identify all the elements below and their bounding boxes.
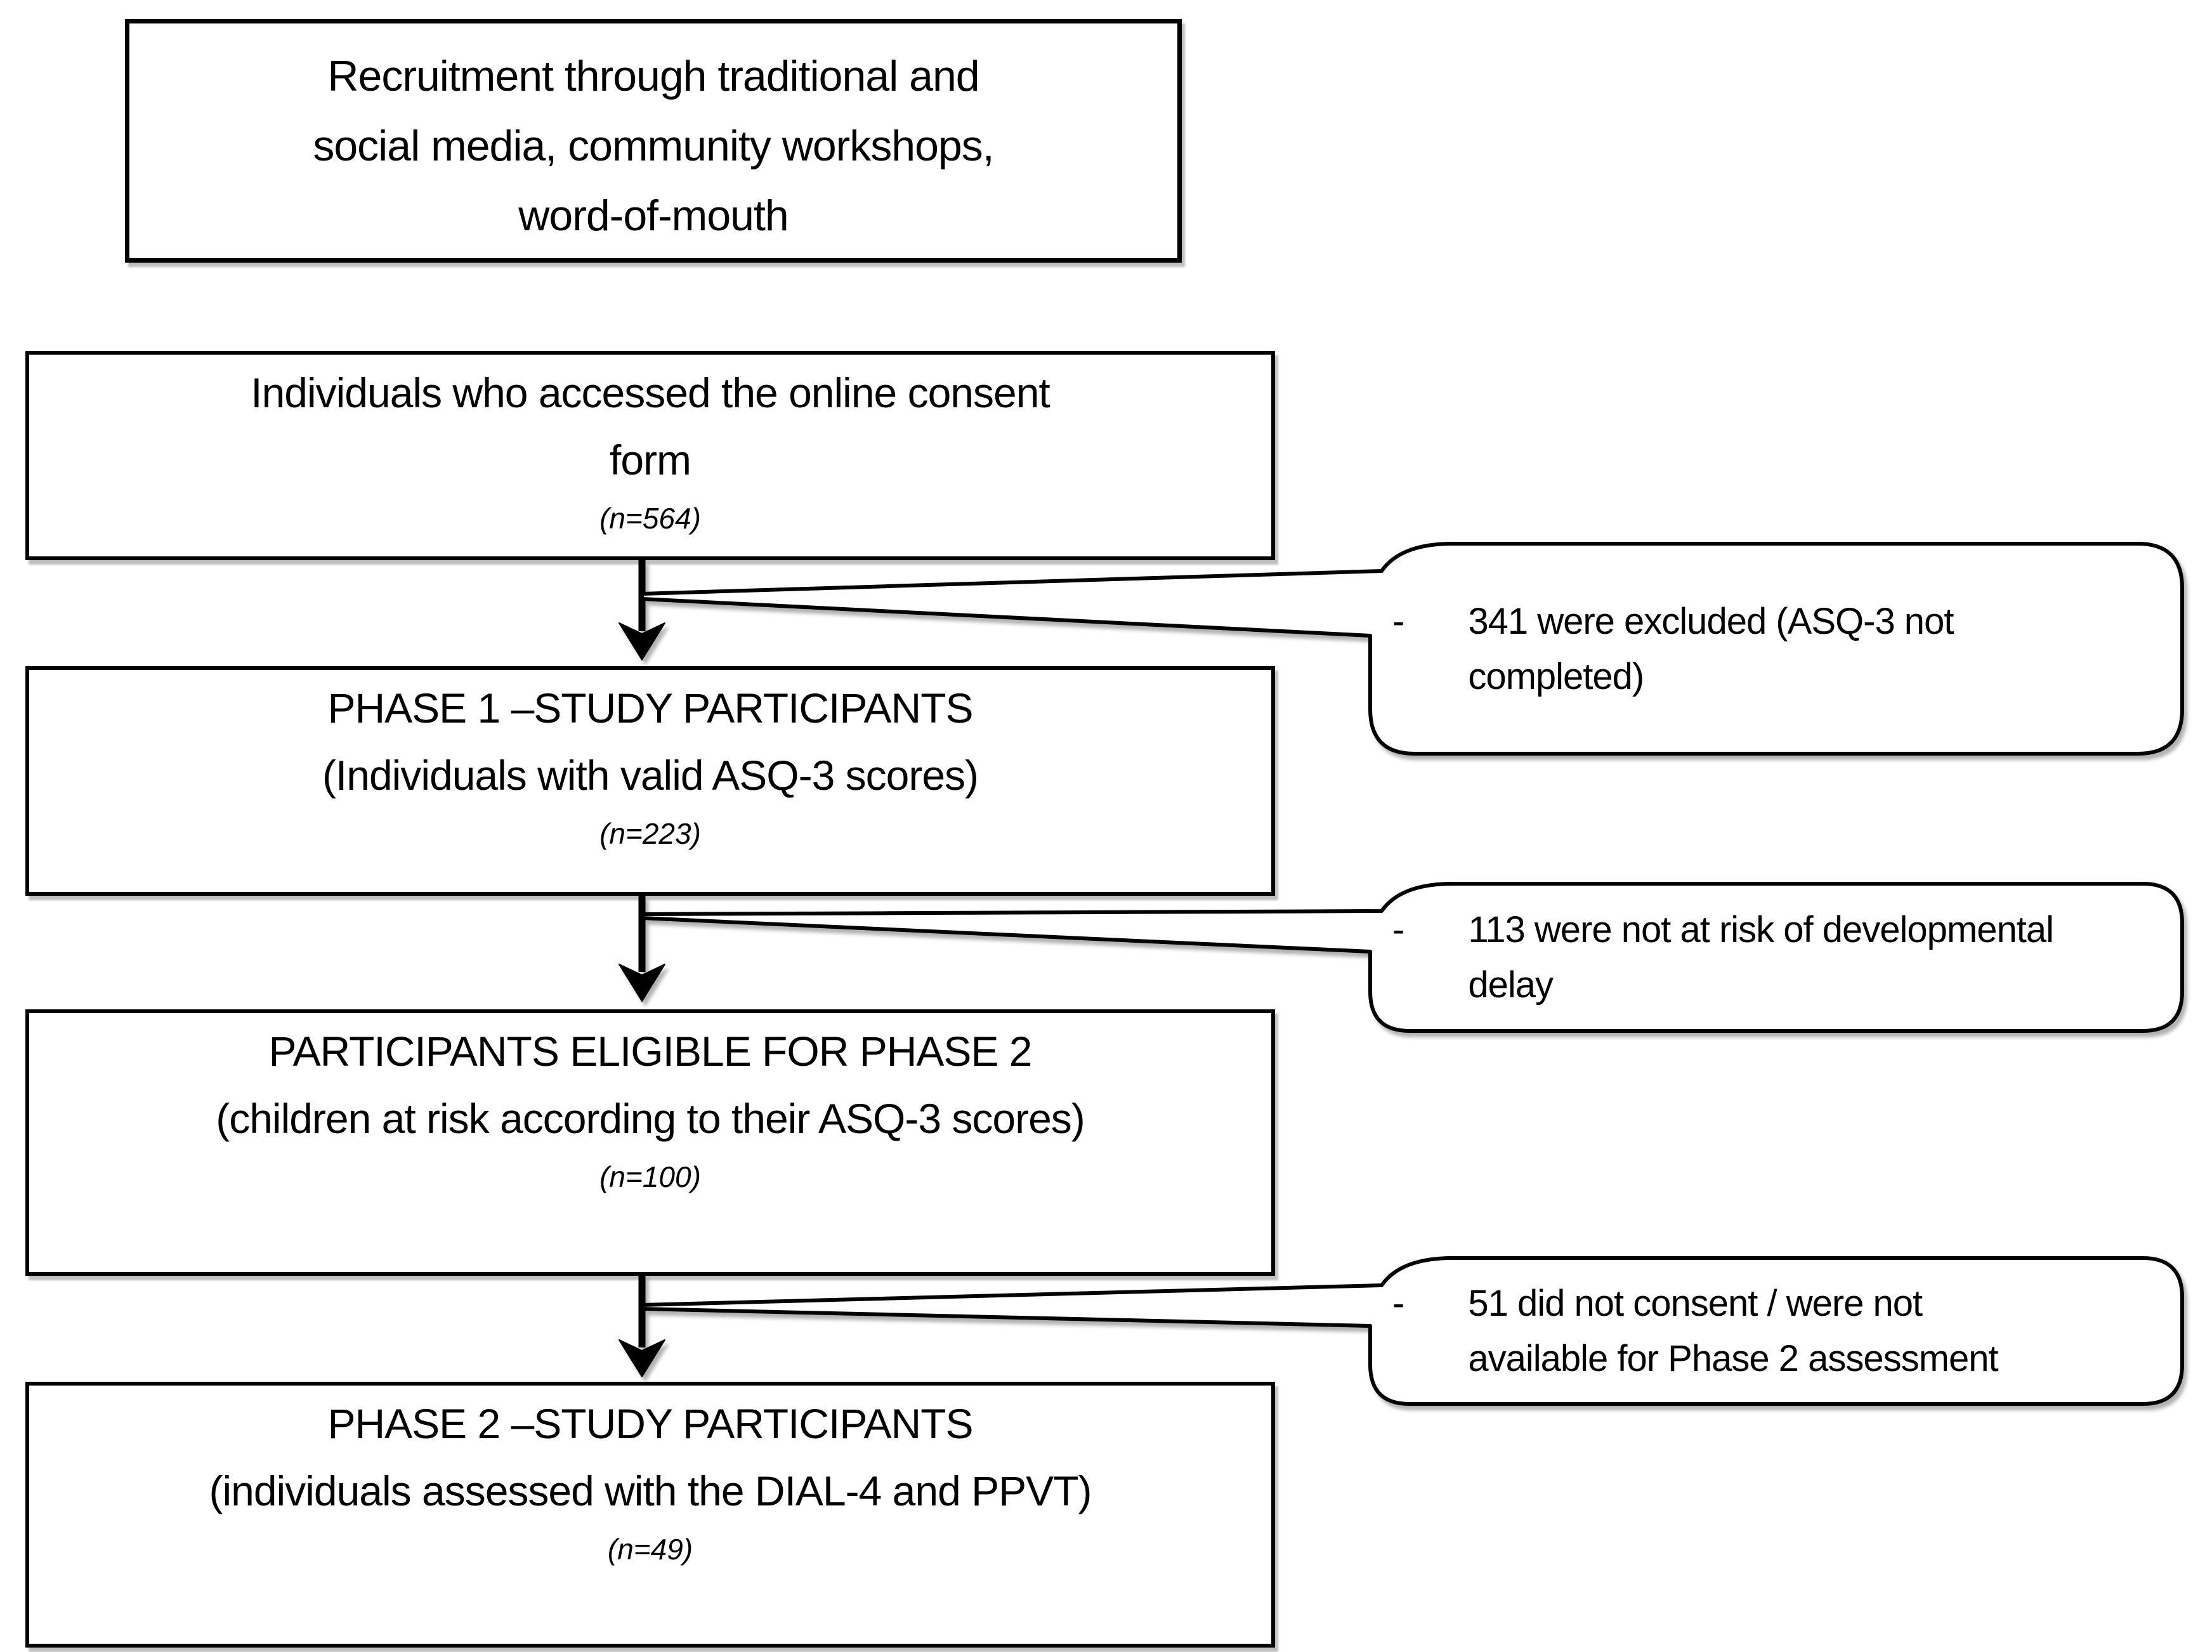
dash-bullet: - xyxy=(1392,600,1405,642)
box-consent-accessed: Individuals who accessed the online cons… xyxy=(25,351,1275,560)
callout-not-at-risk-shape xyxy=(640,882,2184,1033)
n-count: (n=223) xyxy=(599,817,701,851)
box-line: (children at risk according to their ASQ… xyxy=(216,1094,1085,1142)
callout-line: 51 did not consent / were not xyxy=(1468,1283,1923,1324)
callout-not-at-risk-text: 113 were not at risk of developmental de… xyxy=(1468,902,2054,1013)
callout-line: completed) xyxy=(1468,655,1644,697)
callout-no-consent: - 51 did not consent / were not availabl… xyxy=(1370,1258,2182,1404)
callout-line: delay xyxy=(1468,964,1554,1006)
callout-not-at-risk: - 113 were not at risk of developmental … xyxy=(1370,884,2182,1031)
callout-no-consent-text: 51 did not consent / were not available … xyxy=(1468,1276,1998,1386)
down-arrow-1-head xyxy=(618,622,665,660)
callout-excluded: - 341 were excluded (ASQ-3 not completed… xyxy=(1370,544,2182,754)
box-recruitment: Recruitment through traditional and soci… xyxy=(125,19,1182,263)
box-recruitment-text: Recruitment through traditional and soci… xyxy=(129,29,1177,251)
dash-bullet: - xyxy=(1392,909,1405,950)
box-line: word-of-mouth xyxy=(518,192,789,240)
box-line: Individuals who accessed the online cons… xyxy=(251,369,1050,416)
callout-no-consent-shape xyxy=(640,1256,2184,1406)
callout-excluded-text: 341 were excluded (ASQ-3 not completed) xyxy=(1468,594,1954,704)
box-line: (individuals assessed with the DIAL-4 an… xyxy=(209,1467,1092,1514)
box-eligible-phase2: PARTICIPANTS ELIGIBLE FOR PHASE 2 (child… xyxy=(25,1009,1275,1276)
box-line: (Individuals with valid ASQ-3 scores) xyxy=(322,751,979,799)
n-count: (n=564) xyxy=(599,502,701,535)
box-phase1-participants-text: PHASE 1 –STUDY PARTICIPANTS (Individuals… xyxy=(29,675,1271,809)
box-line: PHASE 2 –STUDY PARTICIPANTS xyxy=(327,1400,973,1447)
callout-excluded-shape xyxy=(640,542,2184,756)
box-eligible-phase2-text: PARTICIPANTS ELIGIBLE FOR PHASE 2 (child… xyxy=(29,1018,1271,1152)
box-line: form xyxy=(610,436,691,483)
callout-line: available for Phase 2 assessment xyxy=(1468,1338,1998,1379)
box-phase2-participants-text: PHASE 2 –STUDY PARTICIPANTS (individuals… xyxy=(29,1391,1271,1524)
dash-bullet: - xyxy=(1392,1283,1405,1324)
box-consent-accessed-text: Individuals who accessed the online cons… xyxy=(29,360,1271,494)
box-line: PHASE 1 –STUDY PARTICIPANTS xyxy=(327,685,973,731)
box-phase2-participants: PHASE 2 –STUDY PARTICIPANTS (individuals… xyxy=(25,1382,1275,1648)
box-phase1-participants: PHASE 1 –STUDY PARTICIPANTS (Individuals… xyxy=(25,666,1275,896)
callout-line: 113 were not at risk of developmental xyxy=(1468,909,2054,950)
n-count: (n=49) xyxy=(607,1533,693,1566)
box-line: PARTICIPANTS ELIGIBLE FOR PHASE 2 xyxy=(268,1028,1032,1075)
callout-line: 341 were excluded (ASQ-3 not xyxy=(1468,600,1954,642)
box-line: Recruitment through traditional and xyxy=(327,52,979,100)
down-arrow-2-head xyxy=(618,964,665,1002)
box-line: social media, community workshops, xyxy=(313,122,994,171)
down-arrow-3-head xyxy=(618,1339,665,1377)
n-count: (n=100) xyxy=(599,1160,701,1194)
